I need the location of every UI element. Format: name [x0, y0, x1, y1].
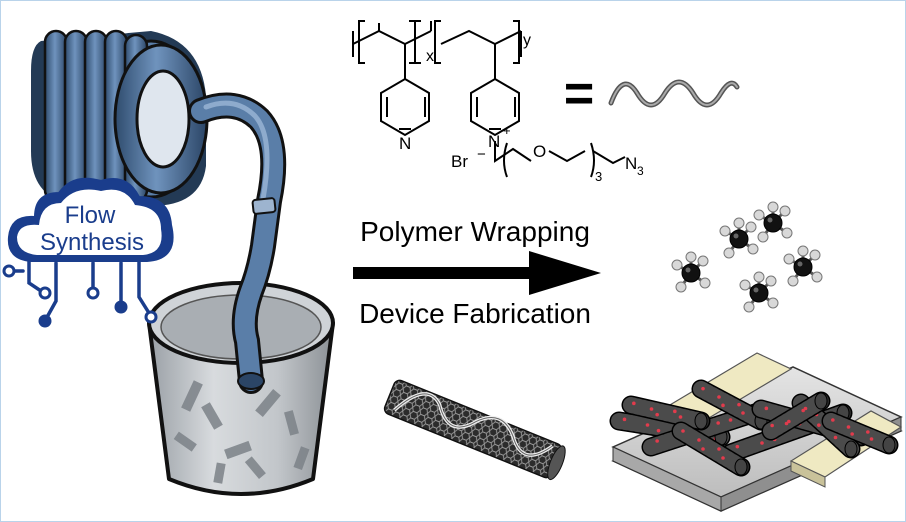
pyridine-nitrogen: N — [399, 134, 411, 153]
equals-sign: = — [564, 65, 594, 123]
circuit-lines — [9, 257, 151, 321]
synthesis-label: Synthesis — [40, 229, 144, 256]
molecule — [753, 201, 793, 243]
device-nanotube — [821, 411, 899, 455]
oxygen-label: O — [533, 142, 546, 161]
device-fabrication-label: Device Fabrication — [359, 298, 591, 329]
flow-reactor-coil — [31, 29, 287, 394]
flow-synthesis-cloud: Flow Synthesis — [2, 177, 174, 328]
dispersed-nanotubes — [173, 380, 310, 484]
subscript-y: y — [523, 32, 531, 49]
wrapped-nanotube — [383, 379, 566, 481]
device-nanotube — [621, 395, 711, 431]
polymer-structure — [352, 20, 626, 178]
flow-label: Flow — [65, 202, 116, 229]
process-arrow — [353, 251, 601, 295]
dopant-molecules — [671, 201, 823, 313]
structure-labels: x y N N + Br − O 3 N 3 — [399, 32, 644, 184]
nanotube-network — [609, 379, 899, 477]
transistor-device — [609, 352, 903, 512]
bromide-charge: − — [477, 146, 486, 163]
molecule — [783, 245, 823, 287]
subscript-3: 3 — [595, 169, 602, 184]
device-nanotube — [761, 391, 831, 441]
subscript-x: x — [426, 48, 434, 65]
azide-subscript: 3 — [637, 164, 644, 178]
polymer-wrapping-label: Polymer Wrapping — [360, 216, 590, 247]
bromide-label: Br — [451, 152, 468, 171]
positive-charge: + — [503, 123, 511, 138]
molecule — [719, 217, 759, 259]
circuit-nodes — [2, 264, 158, 328]
molecule — [739, 271, 779, 313]
molecule — [671, 251, 711, 293]
azide-label: N — [625, 154, 637, 173]
pyridinium-nitrogen: N — [488, 132, 500, 151]
device-nanotube — [671, 421, 751, 477]
